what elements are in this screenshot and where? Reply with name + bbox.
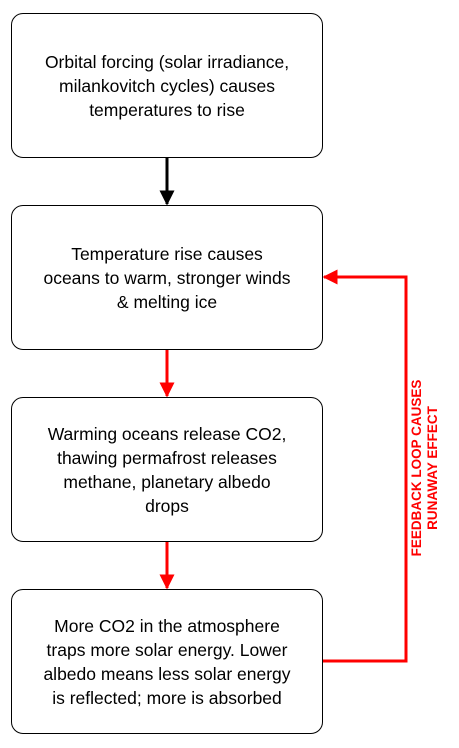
more-co2-box: More CO2 in the atmosphere traps more so…	[11, 589, 323, 734]
warming-oceans-text: Warming oceans release CO2, thawing perm…	[47, 423, 287, 516]
orbital-forcing-text: Orbital forcing (solar irradiance, milan…	[44, 51, 290, 120]
orbital-forcing-box: Orbital forcing (solar irradiance, milan…	[11, 13, 323, 158]
warming-oceans-box: Warming oceans release CO2, thawing perm…	[11, 397, 323, 542]
feedback-loop-arrow	[322, 269, 408, 663]
feedback-loop-label: FEEDBACK LOOP CAUSES RUNAWAY EFFECT	[409, 379, 440, 557]
more-co2-text: More CO2 in the atmosphere traps more so…	[43, 615, 291, 708]
temperature-rise-text: Temperature rise causes oceans to warm, …	[43, 243, 291, 312]
temperature-rise-box: Temperature rise causes oceans to warm, …	[11, 205, 323, 350]
